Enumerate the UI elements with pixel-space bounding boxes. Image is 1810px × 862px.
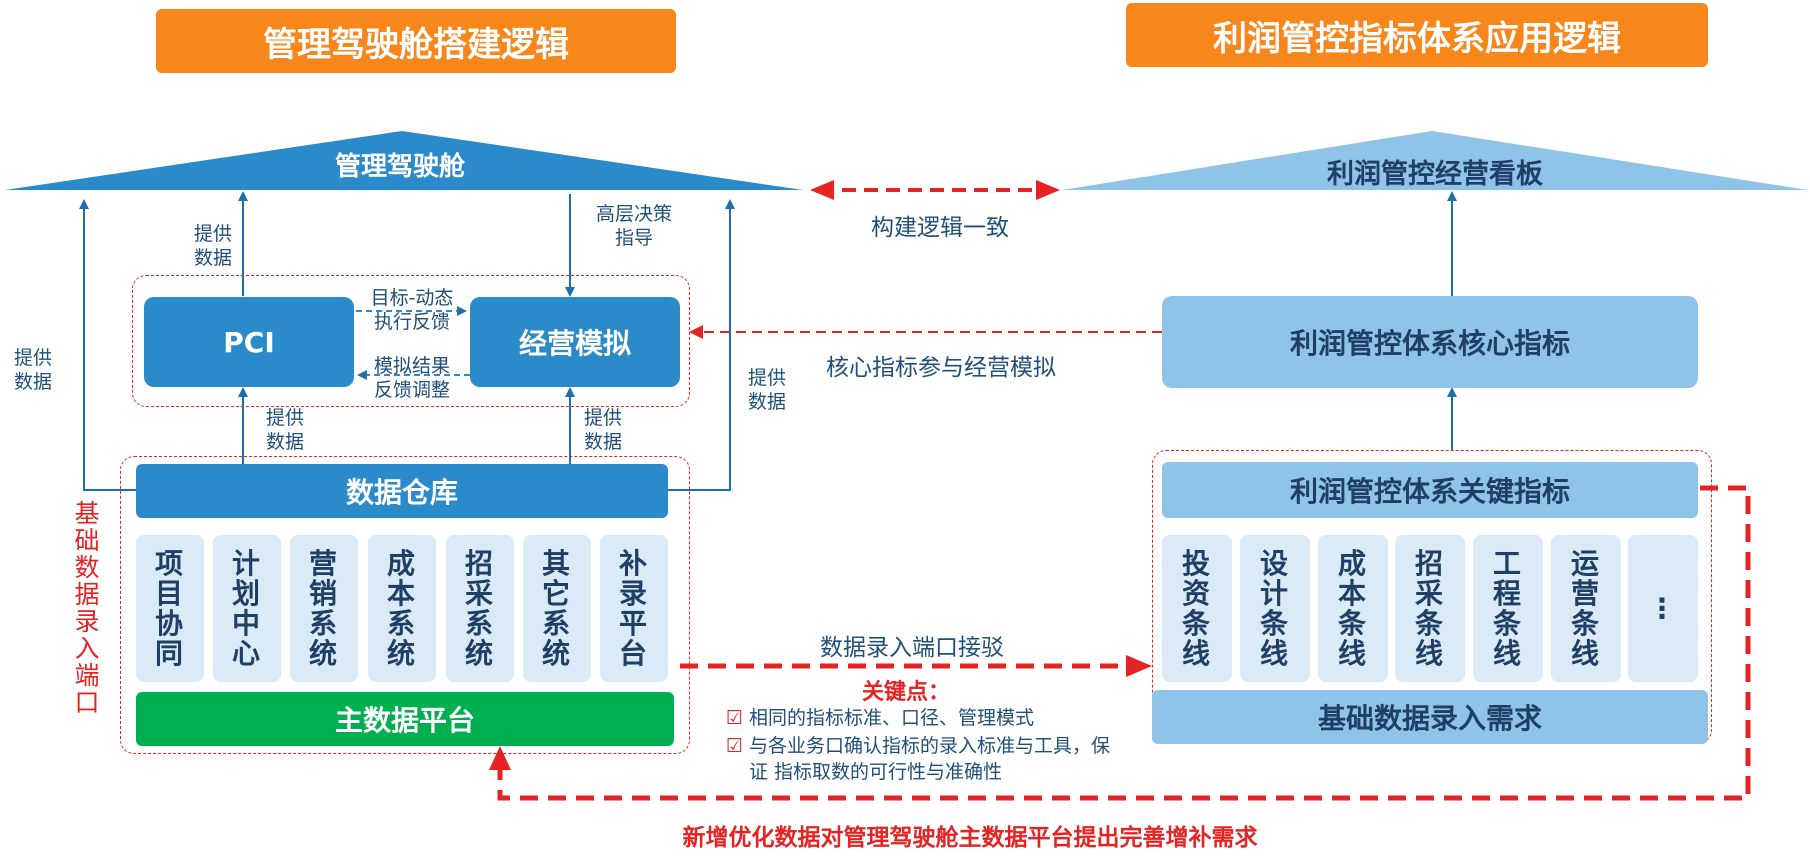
more-icon: ⋮ [1648, 591, 1676, 625]
key-points-title: 关键点： [862, 680, 951, 705]
left-roof [5, 131, 803, 190]
tile-label: 营销系统 [309, 546, 338, 670]
tile-investment: 投资条线 [1162, 535, 1232, 682]
core-participate-label: 核心指标参与经营模拟 [826, 355, 1056, 381]
base-data-requirements-bar: 基础数据录入需求 [1152, 690, 1708, 744]
sim-feedback-label: 模拟结果 反馈调整 [362, 354, 462, 402]
label-line: 反馈调整 [373, 379, 450, 401]
tile-label: 成本系统 [387, 546, 416, 670]
tile-plan-center: 计划中心 [213, 535, 281, 682]
tile-marketing-system: 营销系统 [290, 535, 358, 682]
tile-label: 投资条线 [1182, 546, 1211, 670]
pci-box: PCI [144, 297, 354, 387]
label-line: 提供 [747, 367, 786, 389]
master-data-platform: 主数据平台 [136, 692, 674, 746]
label-line: 数据 [583, 431, 622, 453]
label-line: 指导 [614, 227, 653, 249]
tile-procurement-system: 招采系统 [446, 535, 514, 682]
label-line: 提供 [13, 347, 52, 369]
key-point-1: ☑相同的指标标准、口径、管理模式 [726, 706, 1166, 731]
provide-data-pci-up: 提供 数据 [188, 222, 238, 270]
right-roof [1062, 131, 1808, 190]
label-line: 目标-动态 [370, 287, 454, 309]
data-warehouse-bar: 数据仓库 [136, 464, 668, 518]
tile-label: 运营条线 [1571, 546, 1600, 670]
tile-label: 计划中心 [232, 546, 261, 670]
key-point-text: 与各业务口确认指标的录入标准与工具，保 [749, 735, 1111, 757]
tile-label: 招采条线 [1415, 546, 1444, 670]
label-line: 高层决策 [595, 203, 672, 225]
business-simulation-box: 经营模拟 [470, 297, 680, 387]
key-point-text: 相同的指标标准、口径、管理模式 [749, 707, 1035, 729]
tile-label: 工程条线 [1493, 546, 1522, 670]
consistent-label: 构建逻辑一致 [871, 215, 1009, 241]
checkbox-icon: ☑ [726, 707, 744, 729]
label-line: 执行反馈 [373, 311, 450, 333]
tile-cost: 成本条线 [1318, 535, 1388, 682]
label-line: 数据 [193, 247, 232, 269]
pci-sim-group [132, 275, 690, 407]
tile-design: 设计条线 [1240, 535, 1310, 682]
tile-supplement-platform: 补录平台 [600, 535, 668, 682]
base-data-entry-port-label: 基础数据录入端口 [74, 499, 100, 717]
bottom-requirement-label: 新增优化数据对管理驾驶舱主数据平台提出完善增补需求 [682, 825, 1258, 851]
provide-data-right: 提供 数据 [742, 366, 792, 414]
tile-label: 补录平台 [619, 546, 648, 670]
tile-procurement: 招采条线 [1395, 535, 1465, 682]
tile-project-collab: 项目协同 [136, 535, 204, 682]
tile-other-system: 其它系统 [523, 535, 591, 682]
key-point-2: ☑与各业务口确认指标的录入标准与工具，保 [726, 734, 1166, 759]
provide-data-wh-sim: 提供 数据 [578, 406, 628, 454]
label-line: 数据 [747, 391, 786, 413]
label-line: 数据 [13, 371, 52, 393]
label-line: 模拟结果 [373, 355, 450, 377]
tile-label: 其它系统 [542, 546, 571, 670]
tile-engineering: 工程条线 [1473, 535, 1543, 682]
label-line: 提供 [265, 407, 304, 429]
tile-more: ⋮ [1628, 535, 1698, 682]
label-line: 提供 [583, 407, 622, 429]
core-indicators-box: 利润管控体系核心指标 [1162, 296, 1698, 388]
right-header: 利润管控指标体系应用逻辑 [1126, 3, 1708, 67]
port-connect-label: 数据录入端口接驳 [820, 635, 1004, 661]
left-header: 管理驾驶舱搭建逻辑 [156, 9, 676, 73]
tile-label: 项目协同 [155, 546, 184, 670]
checkbox-icon: ☑ [726, 735, 744, 757]
tile-label: 成本条线 [1338, 546, 1367, 670]
provide-data-wh-pci: 提供 数据 [260, 406, 310, 454]
label-line: 数据 [265, 431, 304, 453]
right-roof-title: 利润管控经营看板 [1327, 159, 1543, 190]
label-line: 提供 [193, 223, 232, 245]
tile-cost-system: 成本系统 [368, 535, 436, 682]
provide-data-far-left: 提供 数据 [8, 346, 58, 394]
tile-label: 招采系统 [465, 546, 494, 670]
data-source-group [120, 456, 690, 754]
target-feedback-label: 目标-动态 执行反馈 [362, 286, 462, 334]
decision-guidance-label: 高层决策 指导 [584, 202, 684, 250]
left-roof-title: 管理驾驶舱 [334, 152, 465, 182]
key-point-2-cont: 证 指标取数的可行性与准确性 [749, 761, 1003, 783]
key-indicators-bar: 利润管控体系关键指标 [1162, 462, 1698, 518]
tile-operations: 运营条线 [1551, 535, 1621, 682]
tile-label: 设计条线 [1260, 546, 1289, 670]
